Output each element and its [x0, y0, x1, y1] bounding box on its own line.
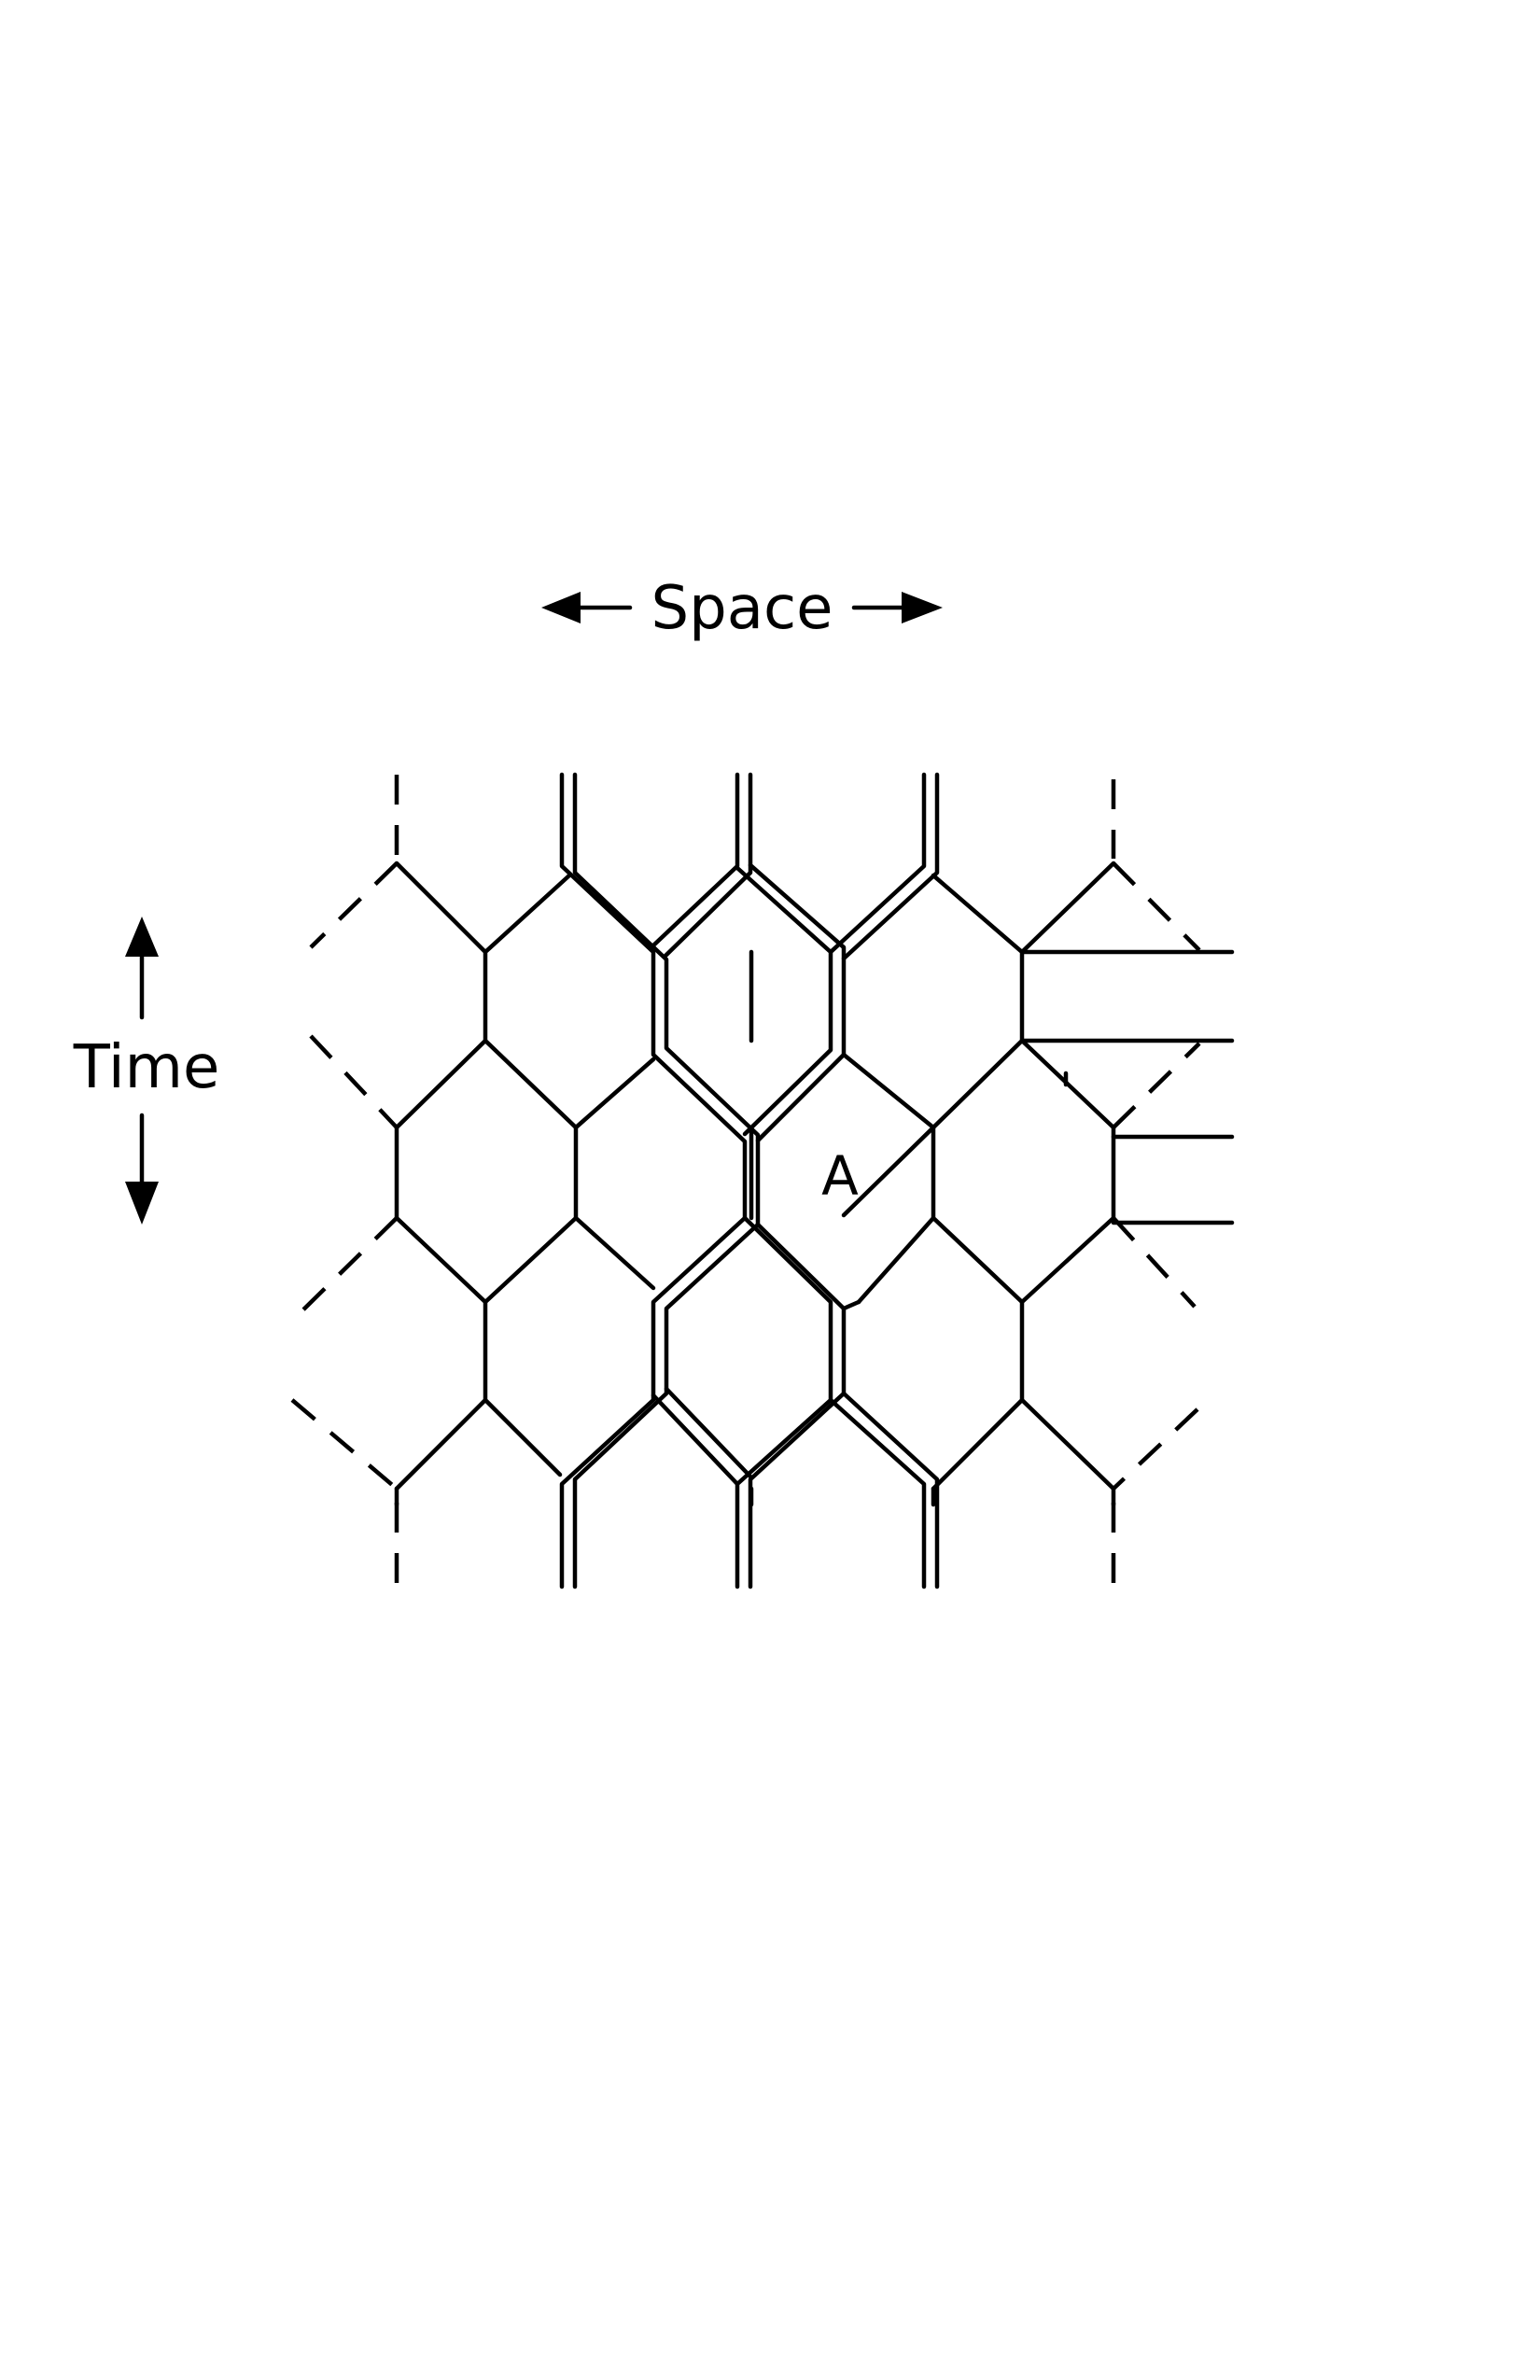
lattice-row-1 — [394, 861, 1116, 1130]
space-arrow-left-head — [541, 592, 581, 623]
time-axis-label: Time — [73, 1033, 220, 1102]
time-arrow-down-head — [125, 1182, 159, 1225]
lattice-row-3 — [394, 1299, 1116, 1491]
double-path-2c — [735, 865, 833, 1137]
double-line-paths — [559, 772, 940, 1589]
double-path-3b — [841, 772, 940, 961]
time-axis: Time — [73, 917, 220, 1225]
double-path-1b — [572, 772, 761, 1589]
double-path-2a — [651, 772, 740, 948]
double-path-3a — [828, 772, 927, 955]
double-path-2h — [664, 1386, 753, 1479]
hexagon-lattice — [290, 775, 1235, 1587]
lattice-row-4 — [394, 1486, 1116, 1507]
lattice-row-2 — [394, 1057, 1116, 1305]
space-axis-label: Space — [651, 574, 833, 643]
double-path-3d — [841, 1391, 940, 1589]
time-arrow-up-head — [125, 917, 159, 957]
double-path-2f — [748, 1222, 847, 1589]
space-arrow-right-head — [902, 592, 943, 623]
right-horizontal-lines — [1019, 949, 1235, 1225]
lattice-dashed-edges — [290, 775, 1201, 1587]
double-path-3c — [828, 1397, 927, 1589]
lattice-inner-edges — [841, 1052, 936, 1311]
double-path-2b — [663, 772, 753, 959]
double-path-1a — [559, 772, 748, 1589]
space-axis: Space — [541, 574, 943, 643]
cell-label-a: A — [821, 1144, 859, 1208]
double-path-2d — [748, 862, 847, 1143]
double-path-2g — [651, 1393, 740, 1487]
